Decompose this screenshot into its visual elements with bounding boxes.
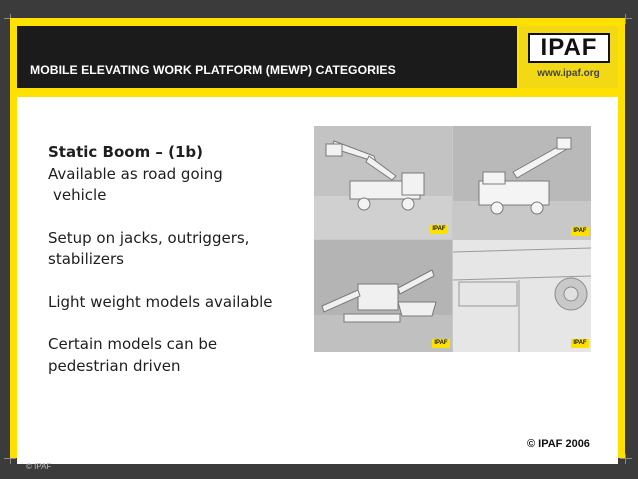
crop-mark	[625, 14, 626, 24]
photo-truck-boom: IPAF	[314, 126, 452, 239]
logo-wordmark: IPAF	[528, 33, 610, 63]
slide-title: MOBILE ELEVATING WORK PLATFORM (MEWP) CA…	[30, 63, 396, 77]
photo-tracked-lift: IPAF	[314, 240, 452, 352]
bullet-text: Static Boom – (1b) Available as road goi…	[48, 142, 308, 377]
crop-mark	[10, 454, 11, 464]
text-line: stabilizers	[48, 250, 124, 268]
text-line: pedestrian driven	[48, 356, 181, 375]
content-panel: Static Boom – (1b) Available as road goi…	[17, 97, 618, 464]
ipaf-mini-logo: IPAF	[571, 339, 589, 348]
ipaf-mini-logo: IPAF	[430, 225, 448, 234]
section-heading: Static Boom – (1b)	[48, 143, 204, 161]
copyright-notice: © IPAF 2006	[527, 438, 590, 450]
ipaf-mini-logo: IPAF	[432, 339, 450, 348]
text-line: Certain models can be	[48, 335, 218, 353]
header-band: MOBILE ELEVATING WORK PLATFORM (MEWP) CA…	[17, 26, 517, 88]
crop-mark	[4, 458, 16, 459]
text-line: vehicle	[53, 186, 107, 204]
text-line: Light weight models available	[48, 292, 273, 311]
crop-mark	[620, 18, 632, 19]
crop-mark	[620, 458, 632, 459]
machine-photo-collage: IPAF IPAF	[314, 126, 591, 352]
photo-van: IPAF	[453, 240, 591, 352]
logo-url: www.ipaf.org	[537, 68, 600, 79]
ipaf-logo: IPAF www.ipaf.org	[519, 26, 618, 88]
footer-copyright: © IPAF	[26, 462, 52, 471]
crop-mark	[625, 454, 626, 464]
text-line: Available as road going	[48, 164, 223, 183]
photo-vehicle-mounted: IPAF	[453, 126, 591, 239]
ipaf-mini-logo: IPAF	[571, 227, 589, 236]
text-line: Setup on jacks, outriggers,	[48, 228, 250, 247]
